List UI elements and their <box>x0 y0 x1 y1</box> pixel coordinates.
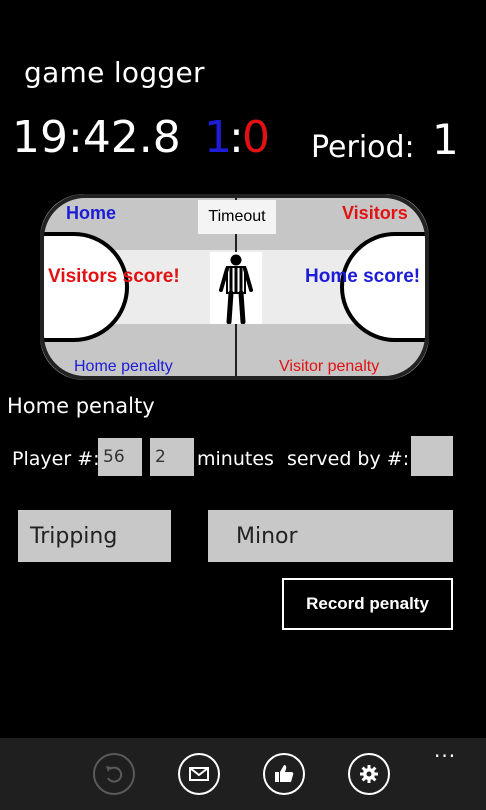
minutes-label: minutes <box>197 448 274 470</box>
undo-button[interactable] <box>93 753 135 795</box>
served-by-input[interactable] <box>411 436 453 476</box>
period-label: Period: <box>311 130 415 165</box>
served-by-label: served by #: <box>287 448 410 470</box>
game-clock[interactable]: 19:42.8 <box>12 112 181 163</box>
thumbs-up-icon <box>275 765 294 782</box>
home-penalty-button[interactable]: Home penalty <box>74 358 173 375</box>
gear-icon <box>360 765 378 783</box>
visitor-penalty-button[interactable]: Visitor penalty <box>279 358 380 375</box>
visitors-team-button[interactable]: Visitors <box>342 203 408 223</box>
app-title: game logger <box>24 56 205 89</box>
undo-icon <box>106 766 123 783</box>
record-penalty-button[interactable]: Record penalty <box>282 578 453 630</box>
home-team-button[interactable]: Home <box>66 203 117 223</box>
infraction-select[interactable]: Tripping <box>18 510 171 562</box>
mail-icon <box>189 767 209 781</box>
app-bar <box>0 738 486 810</box>
home-score-button[interactable]: Home score! <box>305 266 421 287</box>
timeout-button[interactable]: Timeout <box>198 200 276 234</box>
penalty-section-title: Home penalty <box>7 394 155 418</box>
severity-select[interactable]: Minor <box>208 510 453 562</box>
home-score: 1 <box>204 112 232 163</box>
minutes-input[interactable]: 2 <box>150 438 194 476</box>
settings-button[interactable] <box>348 753 390 795</box>
period-value[interactable]: 1 <box>432 115 459 164</box>
mail-button[interactable] <box>178 753 220 795</box>
visitor-score: 0 <box>242 112 270 163</box>
player-number-input[interactable]: 56 <box>98 438 142 476</box>
like-button[interactable] <box>263 753 305 795</box>
visitors-score-button[interactable]: Visitors score! <box>48 266 180 287</box>
player-number-label: Player #: <box>12 448 100 470</box>
referee-icon[interactable] <box>210 252 262 324</box>
score-separator: : <box>229 112 244 163</box>
more-options-button[interactable]: ... <box>434 738 457 762</box>
